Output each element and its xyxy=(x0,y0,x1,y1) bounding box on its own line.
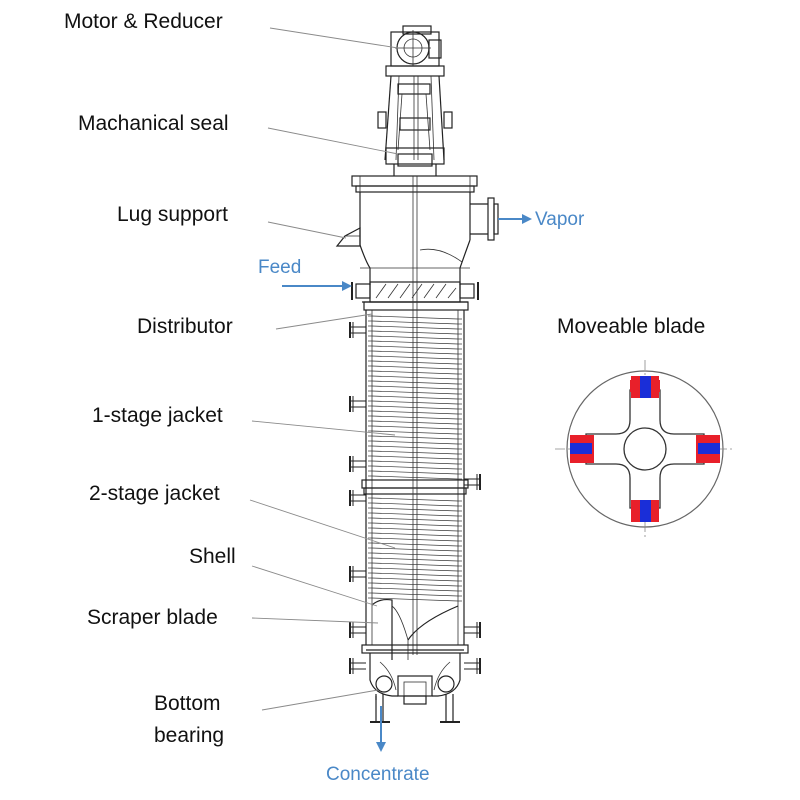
leader-lines xyxy=(249,27,399,711)
bottom-head xyxy=(369,653,461,697)
label-vapor: Vapor xyxy=(535,209,585,230)
label-concentrate: Concentrate xyxy=(326,764,430,785)
distributor xyxy=(351,281,479,311)
label-moveable-blade: Moveable blade xyxy=(557,315,705,338)
jacket-2-coil xyxy=(368,497,462,602)
scraper-blade-cutaway xyxy=(361,598,469,660)
rotor-shaft xyxy=(412,176,418,655)
labels: Motor & Reducer Machanical seal Lug supp… xyxy=(64,10,705,785)
label-scraper-blade: Scraper blade xyxy=(87,606,218,629)
mid-flange xyxy=(361,479,469,495)
vapor-nozzle xyxy=(470,197,499,241)
label-feed: Feed xyxy=(258,257,301,278)
evaporator-drawing xyxy=(335,25,499,723)
label-bottom-bearing-2: bearing xyxy=(154,724,224,747)
drive-frame xyxy=(377,75,453,161)
motor-reducer xyxy=(385,25,445,77)
scraper-blades xyxy=(570,376,720,522)
label-shell: Shell xyxy=(189,545,236,568)
label-distributor: Distributor xyxy=(137,315,233,338)
jacket-nozzles-right xyxy=(464,474,481,674)
lug-support xyxy=(335,227,361,247)
bottom-bearing xyxy=(370,694,460,723)
mechanical-seal xyxy=(385,147,445,176)
vapor-separator xyxy=(359,192,471,285)
label-mechanical-seal: Machanical seal xyxy=(78,112,229,135)
jacket-1-coil xyxy=(368,315,462,480)
top-flange xyxy=(351,175,478,193)
label-jacket-2: 2-stage jacket xyxy=(89,482,220,505)
label-bottom-bearing-1: Bottom xyxy=(154,692,221,715)
moveable-blade-section xyxy=(555,360,735,538)
flow-arrows xyxy=(282,214,532,752)
jacket-nozzles-left xyxy=(349,322,366,674)
label-motor-reducer: Motor & Reducer xyxy=(64,10,223,33)
label-jacket-1: 1-stage jacket xyxy=(92,404,223,427)
label-lug-support: Lug support xyxy=(117,203,228,226)
